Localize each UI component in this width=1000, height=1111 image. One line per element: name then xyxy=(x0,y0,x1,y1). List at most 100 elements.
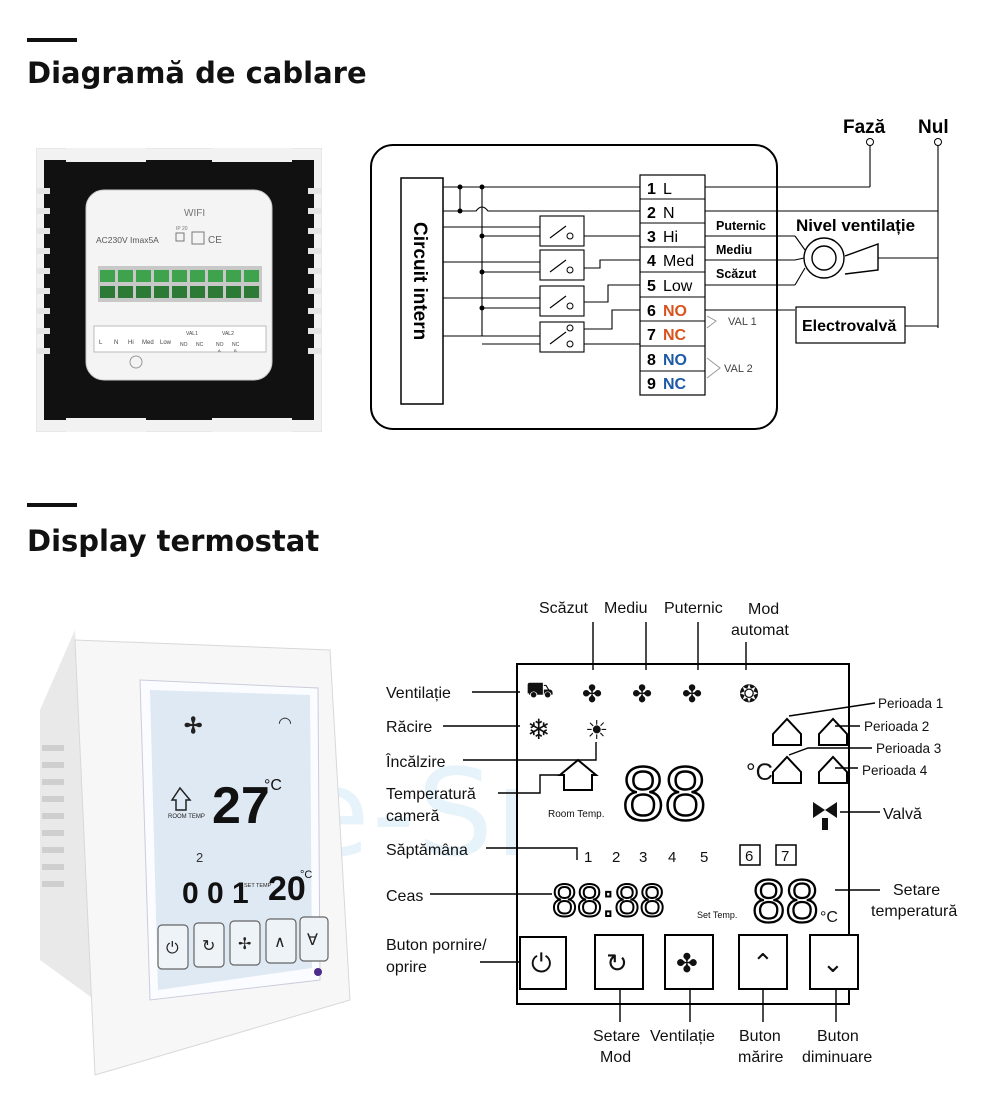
device-sub-a: A xyxy=(218,348,221,353)
photo-set-unit: °C xyxy=(300,869,312,881)
svg-text:⏻: ⏻ xyxy=(166,940,179,957)
week-day: 3 xyxy=(639,849,647,866)
callout-set-temp-1: Setare xyxy=(893,882,940,899)
svg-text:↻: ↻ xyxy=(606,948,628,978)
terminal-num: 6 xyxy=(647,303,656,320)
fan-low-icon: ✤ xyxy=(582,681,602,708)
callout-heating: Încălzire xyxy=(385,752,446,771)
fan-button-icon xyxy=(664,934,714,990)
power-button-icon xyxy=(519,936,567,990)
terminal-label: NO xyxy=(663,303,687,320)
device-rating-label: AC230V Imax5A xyxy=(96,235,159,245)
val1-label: VAL 1 xyxy=(728,316,757,328)
heating-icon: ☀ xyxy=(585,715,608,745)
terminal-label: NC xyxy=(663,327,687,344)
terminal-label: L xyxy=(663,181,672,198)
callout-power-2: oprire xyxy=(386,959,427,976)
fan-mid-icon: ✤ xyxy=(632,681,652,708)
fan-motor-icon xyxy=(803,237,879,279)
week-day: 2 xyxy=(612,849,620,866)
internal-circuit-label: Circuit intern xyxy=(409,222,430,340)
device-wifi-label: WIFI xyxy=(184,208,205,219)
terminal-num: 5 xyxy=(647,278,656,295)
callout-period-2: Perioada 2 xyxy=(864,719,929,734)
fan-high-icon: ✤ xyxy=(682,681,702,708)
photo-fan-icon: ✢ xyxy=(184,713,202,738)
callout-up-1: Buton xyxy=(739,1028,781,1045)
device-terminal-label: NO xyxy=(180,342,188,348)
terminal-label: NO xyxy=(663,352,687,369)
callout-down-1: Buton xyxy=(817,1028,859,1045)
device-terminal-label: Hi xyxy=(128,340,134,346)
svg-text:∀: ∀ xyxy=(307,932,318,949)
callout-period-3: Perioada 3 xyxy=(876,741,941,756)
cooling-icon: ❄ xyxy=(527,714,550,745)
callout-clock: Ceas xyxy=(386,888,423,905)
device-val1-label: VAL1 xyxy=(186,331,198,337)
terminal-num: 2 xyxy=(647,205,656,222)
phase-terminal xyxy=(866,138,874,146)
photo-house-icon xyxy=(170,786,192,811)
callout-up-2: mărire xyxy=(738,1049,783,1066)
photo-wifi-icon: ◠ xyxy=(278,715,292,732)
device-terminal-label: NO xyxy=(216,342,224,348)
val2-label: VAL 2 xyxy=(724,363,753,375)
week-day: 1 xyxy=(584,849,592,866)
callout-ventilation: Ventilație xyxy=(386,685,451,702)
down-button-icon xyxy=(809,934,859,990)
room-temp-unit: °C xyxy=(746,759,773,786)
terminal-num: 4 xyxy=(647,253,656,270)
val1-bracket xyxy=(706,315,717,329)
svg-text:⌃: ⌃ xyxy=(752,948,774,978)
terminal-label: Low xyxy=(663,278,693,295)
period-3-icon xyxy=(772,755,802,784)
ventilation-icon: ⛟ xyxy=(526,677,554,702)
callout-lines xyxy=(430,622,880,1022)
callout-period-1: Perioada 1 xyxy=(878,696,943,711)
week-day: 5 xyxy=(700,849,708,866)
callout-mode-2: Mod xyxy=(600,1049,631,1066)
device-ce-label: CE xyxy=(208,235,222,246)
terminal-num: 7 xyxy=(647,327,656,344)
callout-mid: Mediu xyxy=(604,600,648,617)
lcd-diagram: ✤ ✤ ✤ ❂ ⛟ ❄ ☀ Room Temp. 88 °C 1 2 3 4 5… xyxy=(385,600,957,1066)
week-day: 4 xyxy=(668,849,676,866)
val2-bracket xyxy=(706,357,721,379)
phase-label: Fază xyxy=(843,117,886,138)
device-terminal-label: Low xyxy=(160,340,172,346)
svg-text:✤: ✤ xyxy=(676,948,698,978)
solenoid-box xyxy=(795,306,906,344)
terminal-num: 8 xyxy=(647,352,656,369)
photo-clock: 0 0 1 xyxy=(182,877,249,910)
neutral-label: Nul xyxy=(918,117,949,138)
callout-room-temp-2: cameră xyxy=(386,808,439,825)
week-day: 7 xyxy=(781,848,789,865)
device-terminal-label: N xyxy=(114,340,118,346)
callout-period-4: Perioada 4 xyxy=(862,763,928,778)
callout-fan-button: Ventilație xyxy=(650,1028,715,1045)
set-temp-unit: °C xyxy=(820,909,838,926)
callout-room-temp-1: Temperatură xyxy=(386,786,476,803)
photo-week-day: 2 xyxy=(196,850,203,865)
thermostat-photo: ✢ ◠ ROOM TEMP 27 °C 2 0 0 1 SET TEMP 20 … xyxy=(40,630,351,1076)
callout-high: Puternic xyxy=(664,600,723,617)
device-ip-label: IP 20 xyxy=(176,226,188,232)
wiring-title: Diagramă de cablare xyxy=(27,56,367,90)
callout-cooling: Răcire xyxy=(386,719,432,736)
terminal-block xyxy=(639,174,706,396)
week-day: 6 xyxy=(745,848,753,865)
auto-mode-icon: ❂ xyxy=(739,681,759,708)
svg-text:∧: ∧ xyxy=(274,934,286,951)
callout-week: Săptămâna xyxy=(386,842,468,859)
device-terminal-label: NC xyxy=(196,342,204,348)
device-val2-label: VAL2 xyxy=(222,331,234,337)
room-temp-house-icon xyxy=(557,758,599,791)
svg-text:⏻: ⏻ xyxy=(531,948,552,978)
terminal-label: Med xyxy=(663,253,694,270)
up-button-icon xyxy=(738,934,788,990)
photo-buttons xyxy=(157,916,329,970)
callout-auto-1: Mod xyxy=(748,601,779,618)
photo-set-label: SET TEMP xyxy=(244,883,272,889)
valve-icon xyxy=(813,802,837,830)
svg-text:✢: ✢ xyxy=(238,936,251,953)
